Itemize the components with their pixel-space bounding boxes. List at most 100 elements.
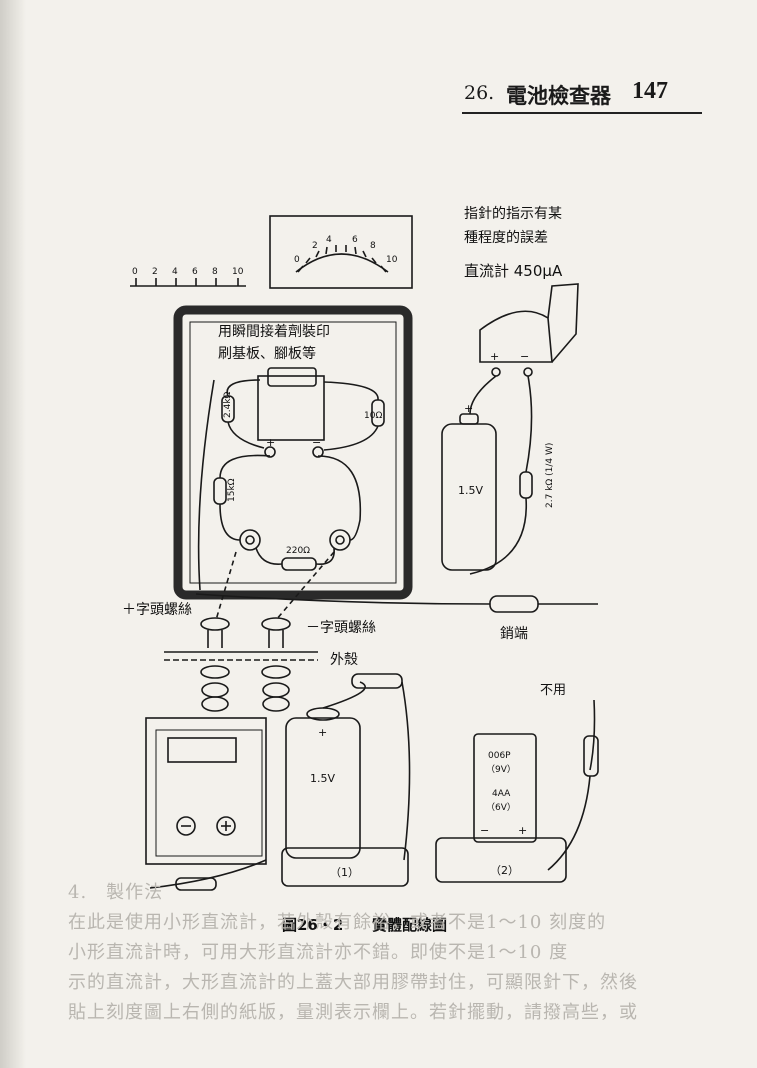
sub-label-2: （2） — [490, 864, 519, 877]
body-heading: 4. 製作法 — [68, 882, 164, 903]
faded-body-text: 4. 製作法 在此是使用小形直流計，若外殼有餘裕，或者不是1～10 刻度的 小形… — [68, 878, 708, 1028]
leader-plus — [215, 551, 237, 621]
meter-arc-ticks — [297, 245, 387, 273]
caption-number: 圖26・2 — [282, 916, 343, 934]
linear-tick-0: 0 — [132, 267, 138, 277]
chapter-title: 電池檢查器 — [506, 83, 611, 108]
meter-body-frame — [173, 305, 413, 600]
arc-tick-0: 0 — [294, 255, 300, 265]
body-line-3: 示的直流計，大形直流計的上蓋大部用膠帶封住，可顯限針下，然後 — [68, 972, 638, 993]
meter-face-panel — [269, 215, 413, 289]
wire-2k7 — [525, 375, 533, 473]
wire-10ohm-top — [323, 381, 379, 401]
note-error-line1: 指針的指示有某 — [464, 206, 562, 222]
meter-terminal-block — [257, 375, 325, 441]
unused-label: 不用 — [540, 683, 566, 698]
label-006p: 006P — [488, 751, 511, 761]
page-header: 26. 電池檢查器 147 — [462, 78, 702, 112]
checker-minus-screw — [176, 816, 196, 836]
arc-tick-6: 6 — [352, 235, 358, 245]
minus-screw-label: －字頭螺絲 — [306, 620, 376, 636]
arc-tick-2: 2 — [312, 241, 318, 251]
meter-arc — [295, 253, 389, 273]
linear-tick-8: 8 — [212, 267, 218, 277]
plus-terminal — [264, 446, 276, 458]
wire-2k4-top — [226, 379, 261, 397]
label-battery-1-5v: 1.5V — [458, 484, 483, 497]
label-meter-plus: + — [490, 350, 499, 363]
label-006p-minus: − — [480, 824, 489, 837]
page-number: 147 — [632, 78, 668, 104]
plus-screw-label: ＋字頭螺絲 — [122, 602, 192, 618]
battery-1-5v — [441, 423, 497, 571]
minus-terminal — [312, 446, 324, 458]
leader-minus — [275, 551, 335, 621]
plus-screw-assembly — [200, 617, 230, 712]
case-label: 外殼 — [330, 652, 358, 668]
label-9v: （9V） — [486, 764, 516, 775]
caption-title: 實體配線圖 — [372, 916, 447, 934]
linear-scale-ticks — [135, 278, 239, 286]
linear-tick-10: 10 — [232, 267, 244, 277]
wire-battery-plus — [469, 375, 497, 415]
label-006p-plus: + — [518, 824, 527, 837]
label-10ohm: 10Ω — [364, 411, 382, 421]
meter-top-plate — [267, 367, 317, 387]
header-rule — [462, 112, 702, 114]
resistor-220ohm — [281, 557, 317, 571]
label-2k7: 2.7 kΩ (1/4 W) — [545, 443, 555, 508]
resistor-2k7 — [519, 471, 533, 499]
sub-label-1: （1） — [330, 866, 359, 879]
label-battery-bottom-plus: + — [318, 726, 327, 739]
arc-tick-10: 10 — [386, 255, 398, 265]
body-line-4: 貼上刻度圖上右側的紙版，量測表示欄上。若針擺動，請撥高些，或 — [68, 1002, 638, 1023]
pin-label: 銷端 — [500, 626, 528, 642]
note-error-line2: 種程度的誤差 — [464, 230, 548, 246]
label-4aa: 4AA — [492, 789, 511, 799]
arc-tick-4: 4 — [326, 235, 332, 245]
wire-minus — [317, 455, 362, 541]
minus-screw-terminal — [329, 529, 351, 551]
label-220ohm: 220Ω — [286, 546, 310, 556]
label-15k: 15kΩ — [227, 478, 237, 502]
arc-tick-8: 8 — [370, 241, 376, 251]
holder-2-base — [435, 837, 567, 883]
resistor-15k — [213, 477, 227, 505]
page-gutter-shadow — [0, 0, 26, 1068]
battery-bottom-1-5v — [285, 717, 361, 859]
chapter-number: 26. — [464, 82, 495, 104]
linear-tick-2: 2 — [152, 267, 158, 277]
minus-screw-assembly — [261, 617, 291, 712]
battery-006p — [473, 733, 537, 843]
lead-plus — [197, 379, 215, 591]
unused-lead — [589, 699, 596, 771]
wire-15k — [219, 454, 271, 479]
body-line-1: 在此是使用小形直流計，若外殼有餘裕，或者不是1～10 刻度的 — [68, 912, 607, 933]
label-meter-minus: − — [520, 350, 529, 363]
meter-450ua-body — [479, 310, 553, 363]
label-battery-bottom: 1.5V — [310, 772, 335, 785]
label-2k4: 2.4kΩ — [223, 391, 233, 418]
meter-body-inner — [189, 321, 397, 584]
lead-to-pin — [195, 593, 491, 605]
checker-case-front — [145, 717, 267, 865]
linear-tick-4: 4 — [172, 267, 178, 277]
meter-450ua-minus — [523, 367, 533, 377]
checker-display-window — [167, 737, 237, 763]
wire-220-left — [255, 547, 283, 565]
label-6v: （6V） — [486, 802, 516, 813]
holder-1-lead — [322, 681, 366, 709]
holder-1-base — [281, 847, 409, 887]
meter-label: 直流計 450μA — [464, 262, 563, 280]
checker-plus-screw — [216, 816, 236, 836]
body-line-2: 小形直流計時，可用大形直流計亦不錯。即使不是1～10 度 — [68, 942, 569, 963]
label-plus-terminal: + — [266, 436, 275, 449]
plus-screw-terminal — [239, 529, 261, 551]
board-note-line1: 用瞬間接着劑裝印 — [218, 323, 330, 340]
meter-450ua-plus — [491, 367, 501, 377]
board-note-line2: 刷基板、腳板等 — [218, 345, 316, 362]
pin-connector — [489, 595, 539, 613]
label-battery-plus: + — [464, 402, 473, 415]
linear-tick-6: 6 — [192, 267, 198, 277]
